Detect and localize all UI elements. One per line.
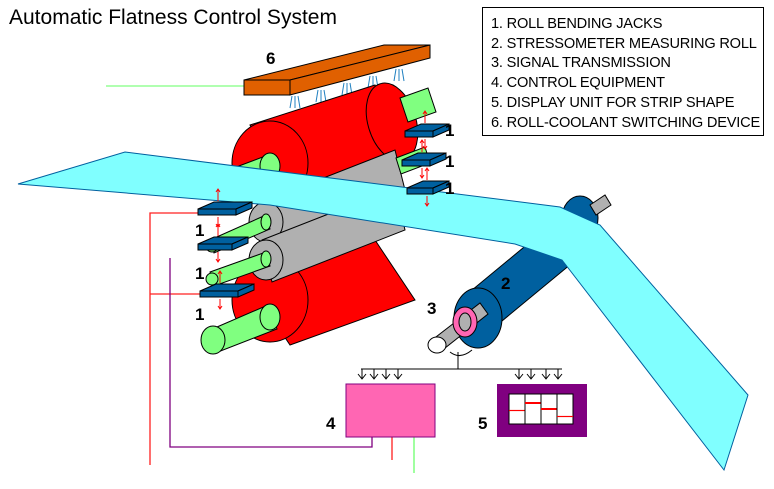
label-jack: 1: [195, 221, 204, 240]
label-coolant: 6: [266, 49, 275, 68]
signal-arrow: [526, 369, 536, 380]
label-jack: 1: [195, 305, 204, 324]
signal-arrow: [553, 369, 563, 380]
roll-bending-jack: [406, 167, 450, 207]
roll-bending-jack: [401, 139, 447, 179]
signal-arrows: [357, 369, 563, 380]
lower-backup-roll: [200, 239, 416, 355]
signal-transmission: [361, 302, 562, 370]
legend-item: 5. DISPLAY UNIT FOR STRIP SHAPE: [491, 94, 735, 111]
signal-arrow: [357, 369, 367, 380]
jack-force-arrow: [419, 139, 425, 179]
label-jack: 1: [445, 152, 454, 171]
strip-shape-bars: [509, 394, 573, 424]
label-display: 5: [478, 414, 487, 433]
label-stressometer: 2: [501, 274, 510, 293]
steel-strip: [17, 151, 749, 472]
label-signal: 3: [427, 299, 436, 318]
roll-bending-jack: [199, 270, 255, 310]
signal-arrow: [381, 369, 391, 380]
legend-item: 6. ROLL-COOLANT SWITCHING DEVICE: [491, 114, 761, 131]
label-control: 4: [326, 414, 336, 433]
roll-bending-jacks: [197, 110, 450, 310]
signal-arrow: [541, 369, 551, 380]
legend-item: 2. STRESSOMETER MEASURING ROLL: [491, 35, 757, 52]
jack-force-arrow: [217, 270, 223, 310]
jack-control-wiring: [106, 85, 415, 473]
control-equipment: [345, 383, 436, 438]
roll-coolant-switching-device: [243, 44, 431, 109]
display-unit: [497, 384, 587, 437]
legend-item: 4. CONTROL EQUIPMENT: [491, 75, 665, 92]
signal-arrow: [514, 369, 524, 380]
label-jack: 1: [195, 264, 204, 283]
roll-bending-jack: [197, 188, 253, 228]
label-jack: 1: [445, 179, 454, 198]
jack-force-arrow: [215, 223, 221, 263]
roll-bending-jack: [197, 223, 249, 263]
jack-force-arrow: [422, 110, 428, 150]
legend-item: 1. ROLL BENDING JACKS: [491, 16, 663, 32]
signal-arrow: [393, 369, 403, 380]
legend-item: 3. SIGNAL TRANSMISSION: [491, 55, 671, 72]
roll-bending-jack: [404, 110, 450, 150]
label-jack: 1: [445, 121, 454, 140]
jack-force-arrow: [424, 167, 430, 207]
signal-arrow: [369, 369, 379, 380]
diagram-title: Automatic Flatness Control System: [9, 6, 337, 29]
coolant-spray: [289, 68, 405, 109]
legend-box: 1. ROLL BENDING JACKS 2. STRESSOMETER ME…: [482, 7, 764, 136]
jack-force-arrow: [215, 188, 221, 228]
